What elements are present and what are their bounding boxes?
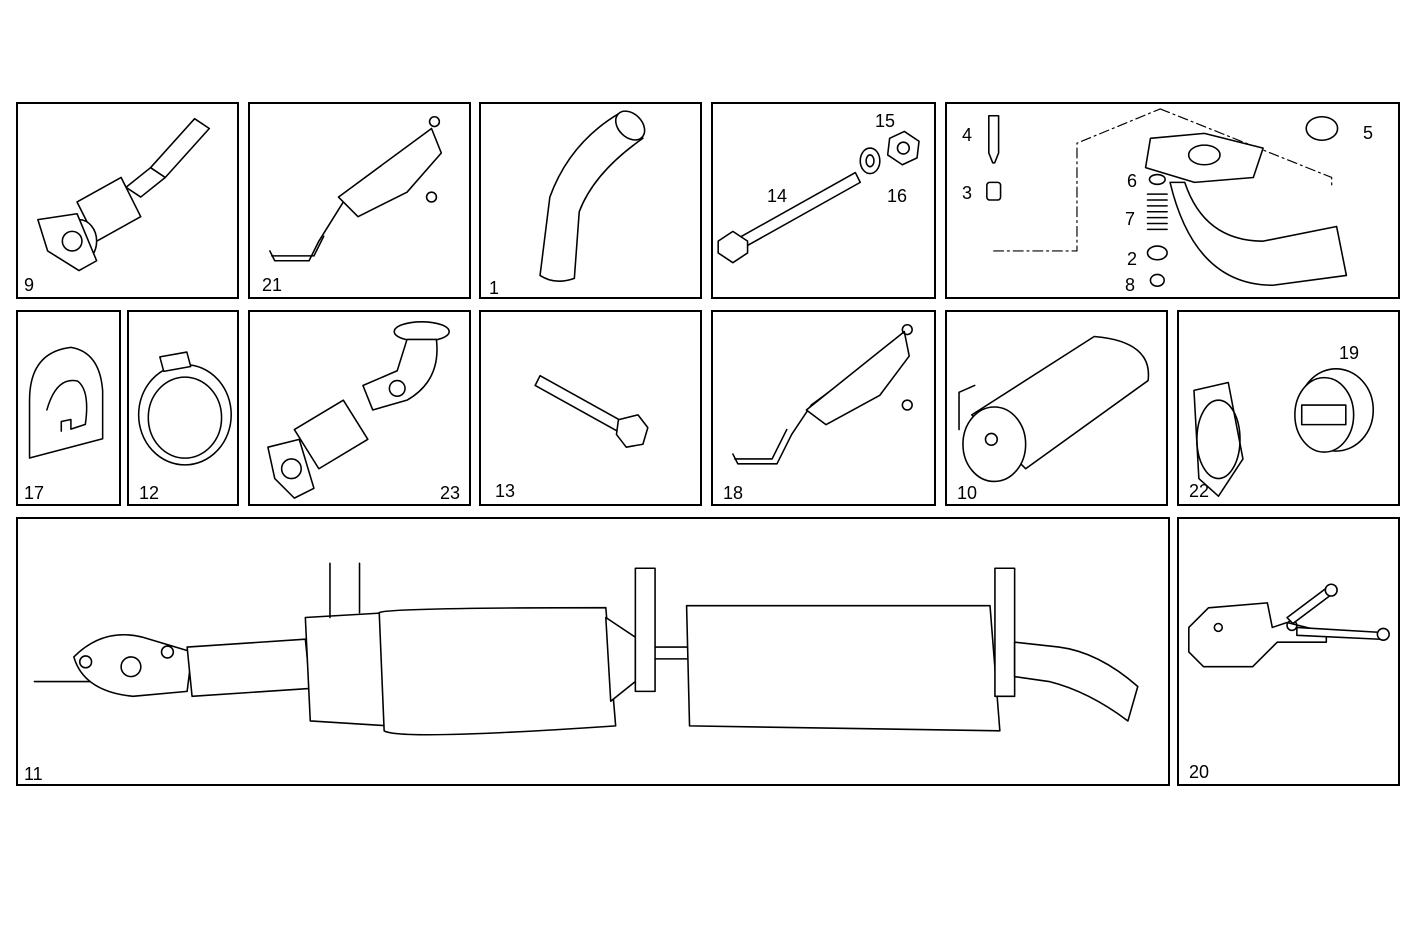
bracket-drawing	[732, 323, 913, 465]
part-number-label: 10	[957, 483, 978, 503]
clamp-drawing	[137, 351, 232, 466]
part-panel-1-pipe[interactable]: 1	[479, 102, 702, 299]
gasket-and-rubber-mount-drawing	[1193, 368, 1375, 497]
part-number-label: 6	[1127, 171, 1138, 191]
bolt-nut-washer-drawing	[717, 130, 920, 264]
part-number-label: 14	[767, 186, 788, 206]
part-panel-22-19-gasket-and-mount[interactable]: 22 19	[1177, 310, 1400, 506]
part-panel-13-bolt[interactable]: 13	[479, 310, 702, 506]
pipe-drawing	[539, 110, 646, 282]
muffler-drawing	[958, 335, 1150, 483]
part-panel-20-hanger-bracket[interactable]: 20	[1177, 517, 1400, 786]
part-number-label: 21	[262, 275, 283, 295]
part-panel-14-bolt-nut-washer[interactable]: 14 15 16	[711, 102, 936, 299]
hanger-bracket-drawing	[1188, 583, 1390, 668]
part-number-label: 23	[440, 483, 461, 503]
part-number-label: 11	[24, 764, 43, 784]
catalytic-converter-pipe-drawing	[267, 321, 450, 499]
part-number-label: 13	[495, 481, 516, 501]
part-number-label: 20	[1189, 762, 1210, 782]
bracket-drawing	[269, 115, 443, 262]
part-number-label: 12	[139, 483, 160, 503]
part-number-label: 15	[875, 111, 896, 131]
exhaust-system-assembly-drawing	[33, 562, 1139, 736]
part-number-label: 8	[1125, 275, 1136, 295]
part-number-label: 7	[1125, 209, 1136, 229]
part-number-label: 5	[1363, 123, 1374, 143]
part-panel-23-catalytic-converter-pipe[interactable]: 23	[248, 310, 471, 506]
bolt-drawing	[534, 374, 649, 448]
part-panel-10-muffler[interactable]: 10	[945, 310, 1168, 506]
part-panel-11-exhaust-system-assembly[interactable]: 11	[16, 517, 1170, 786]
part-panel-21-bracket[interactable]: 21	[248, 102, 471, 299]
part-number-label: 22	[1189, 481, 1210, 501]
part-panel-12-clamp[interactable]: 12	[127, 310, 239, 506]
part-number-label: 19	[1339, 343, 1360, 363]
part-panel-9-catalytic-converter[interactable]: 9	[16, 102, 239, 299]
part-number-label: 1	[489, 278, 500, 298]
part-number-label: 3	[962, 183, 973, 203]
heat-shield-drawing	[28, 346, 104, 459]
part-number-label: 17	[24, 483, 45, 503]
part-panel-17-heat-shield[interactable]: 17	[16, 310, 121, 506]
part-panel-mounting-kit[interactable]: 4 3 5 6 7 2 8	[945, 102, 1400, 299]
part-number-label: 4	[962, 125, 973, 145]
part-number-label: 9	[24, 275, 35, 295]
catalytic-converter-drawing	[37, 117, 211, 272]
mounting-kit-drawing	[986, 108, 1348, 288]
part-number-label: 16	[887, 186, 908, 206]
part-number-label: 18	[723, 483, 744, 503]
part-panel-18-bracket[interactable]: 18	[711, 310, 936, 506]
part-number-label: 2	[1127, 249, 1138, 269]
